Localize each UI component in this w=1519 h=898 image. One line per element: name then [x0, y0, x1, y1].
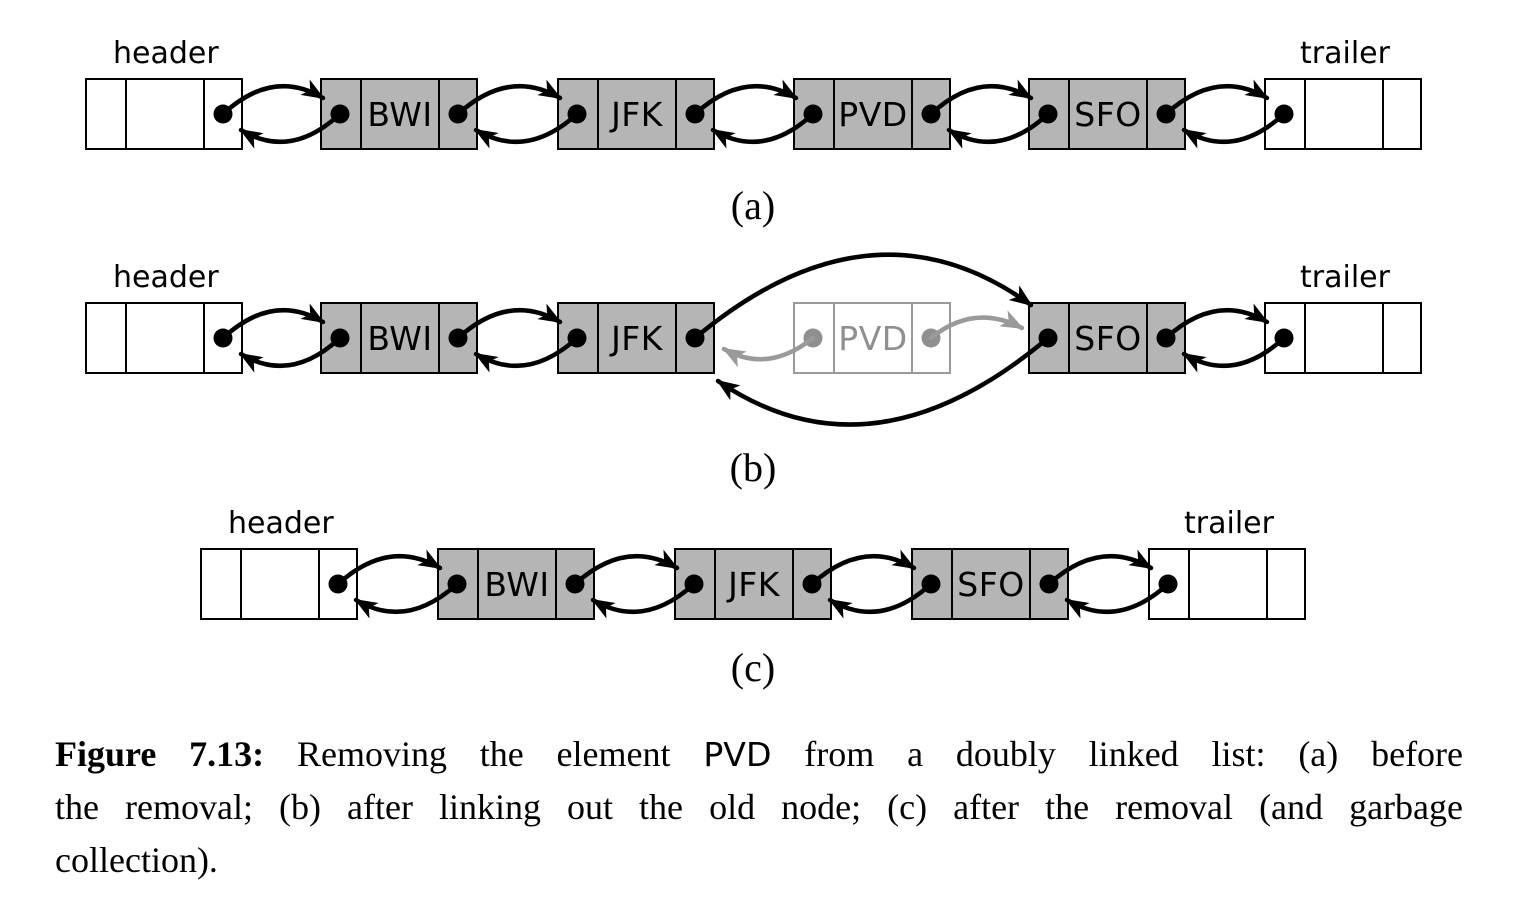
cell-divider	[125, 78, 127, 150]
node-element-label: PVD	[838, 94, 908, 134]
cell-divider	[597, 302, 599, 374]
figure-caption: Figure 7.13: Removing the element PVD fr…	[55, 728, 1463, 887]
node-element-label: SFO	[1074, 94, 1142, 134]
node-element-label: BWI	[484, 564, 550, 604]
trailer-sentinel-node	[1264, 302, 1422, 374]
cell-divider	[438, 302, 440, 374]
list-node-sfo: SFO	[1028, 302, 1186, 374]
list-node-bwi: BWI	[320, 302, 478, 374]
cell-divider	[240, 548, 242, 620]
trailer-sentinel-node	[1148, 548, 1306, 620]
list-node-bwi: BWI	[437, 548, 595, 620]
cell-divider	[1146, 302, 1148, 374]
cell-divider	[555, 548, 557, 620]
trailer-label: trailer	[1300, 36, 1390, 71]
cell-divider	[1188, 548, 1190, 620]
cell-divider	[911, 302, 913, 374]
trailer-label: trailer	[1300, 260, 1390, 295]
list-node-jfk: JFK	[674, 548, 832, 620]
cell-divider	[1068, 302, 1070, 374]
cell-divider	[1304, 302, 1306, 374]
cell-divider	[833, 78, 835, 150]
header-sentinel-node	[85, 302, 243, 374]
cell-divider	[675, 302, 677, 374]
list-node-sfo: SFO	[911, 548, 1069, 620]
cell-divider	[203, 302, 205, 374]
header-sentinel-node	[200, 548, 358, 620]
cell-divider	[360, 78, 362, 150]
cell-divider	[360, 302, 362, 374]
node-element-label: JFK	[611, 318, 663, 358]
list-node-jfk: JFK	[557, 78, 715, 150]
caption-line-1: Figure 7.13: Removing the element PVD fr…	[55, 728, 1463, 781]
cell-divider	[1146, 78, 1148, 150]
panel-tag: (c)	[730, 645, 776, 690]
cell-divider	[438, 78, 440, 150]
removed-node-pvd: PVD	[793, 302, 951, 374]
header-label: header	[113, 260, 219, 295]
panel-tag: (b)	[729, 445, 777, 490]
cell-divider	[1382, 302, 1384, 374]
header-label: header	[113, 36, 219, 71]
caption-line-2: the removal; (b) after linking out the o…	[55, 787, 1463, 827]
cell-divider	[714, 548, 716, 620]
list-node-jfk: JFK	[557, 302, 715, 374]
caption-text-pre: Removing the element	[296, 734, 671, 774]
header-sentinel-node	[85, 78, 243, 150]
trailer-label: trailer	[1184, 506, 1274, 541]
cell-divider	[203, 78, 205, 150]
caption-text-post: from a doubly linked list: (a) before	[804, 734, 1464, 774]
cell-divider	[477, 548, 479, 620]
cell-divider	[318, 548, 320, 620]
cell-divider	[597, 78, 599, 150]
caption-pvd-token: PVD	[703, 735, 772, 774]
node-element-label: PVD	[838, 318, 908, 358]
cell-divider	[911, 78, 913, 150]
cell-divider	[1068, 78, 1070, 150]
cell-divider	[1266, 548, 1268, 620]
cell-divider	[1029, 548, 1031, 620]
header-label: header	[228, 506, 334, 541]
panel-tag: (a)	[730, 183, 776, 228]
node-element-label: BWI	[367, 318, 433, 358]
caption-line-3: collection).	[55, 840, 218, 880]
list-node-pvd: PVD	[793, 78, 951, 150]
cell-divider	[1304, 78, 1306, 150]
caption-figure-number: Figure 7.13:	[55, 734, 265, 774]
cell-divider	[125, 302, 127, 374]
node-element-label: SFO	[957, 564, 1025, 604]
cell-divider	[675, 78, 677, 150]
cell-divider	[951, 548, 953, 620]
node-element-label: JFK	[728, 564, 780, 604]
node-element-label: SFO	[1074, 318, 1142, 358]
cell-divider	[792, 548, 794, 620]
list-node-bwi: BWI	[320, 78, 478, 150]
cell-divider	[1382, 78, 1384, 150]
node-element-label: BWI	[367, 94, 433, 134]
trailer-sentinel-node	[1264, 78, 1422, 150]
node-element-label: JFK	[611, 94, 663, 134]
list-node-sfo: SFO	[1028, 78, 1186, 150]
